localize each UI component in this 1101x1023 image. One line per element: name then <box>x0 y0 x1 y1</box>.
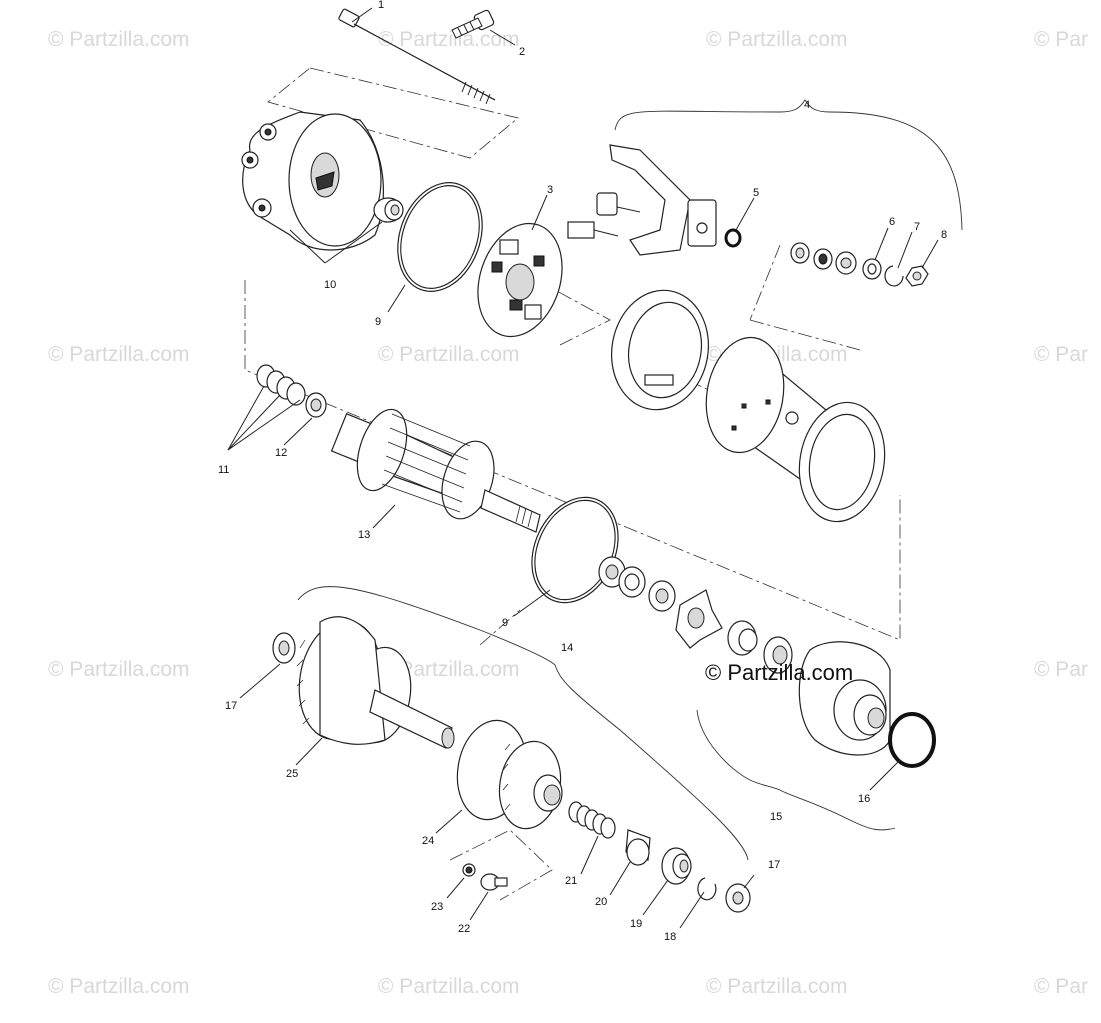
armature-washer <box>305 392 327 418</box>
armature <box>330 408 541 533</box>
brush-holder-plate <box>477 222 563 338</box>
watermark: © Par <box>1034 28 1088 51</box>
washer-left <box>272 632 296 664</box>
callout-10: 10 <box>324 279 336 291</box>
callout-17-right: 17 <box>768 859 780 871</box>
watermark: © Partzilla.com <box>48 28 190 51</box>
callout-20: 20 <box>595 896 607 908</box>
front-bracket-housing <box>241 111 404 264</box>
callout-17-left: 17 <box>225 700 237 712</box>
callout-13: 13 <box>358 529 370 541</box>
callout-21: 21 <box>565 875 577 887</box>
rear-bracket-housing <box>798 641 891 756</box>
large-o-ring <box>888 712 936 768</box>
watermark: © Partzilla.com <box>48 343 190 366</box>
watermark: © Partzilla.com <box>706 28 848 51</box>
watermark: © Partzilla.com <box>48 658 190 681</box>
group-braces <box>297 99 963 861</box>
callout-9-lower: 9 <box>502 617 508 629</box>
watermark: © Par <box>1034 975 1088 998</box>
output-gear-shaft <box>296 616 455 749</box>
callout-3: 3 <box>547 184 553 196</box>
watermark: © Par <box>1034 343 1088 366</box>
callout-14: 14 <box>561 642 573 654</box>
o-ring-lower <box>531 496 619 604</box>
pinion-stopper <box>661 847 692 885</box>
callout-19: 19 <box>630 918 642 930</box>
callout-9: 9 <box>375 316 381 328</box>
watermark: © Partzilla.com <box>378 343 520 366</box>
callout-8: 8 <box>941 229 947 241</box>
callout-2: 2 <box>519 46 525 58</box>
brand-watermark: © Partzilla.com <box>705 660 853 685</box>
watermark: © Partzilla.com <box>378 28 520 51</box>
small-o-ring <box>724 228 742 248</box>
watermark: © Par <box>1034 658 1088 681</box>
callout-7: 7 <box>914 221 920 233</box>
callout-1: 1 <box>378 0 384 11</box>
leader-lines <box>239 7 939 929</box>
yoke-stator-housing <box>705 336 886 523</box>
thrust-washers <box>598 556 676 612</box>
bearing <box>727 620 793 674</box>
watermark: © Partzilla.com <box>378 658 520 681</box>
washer-right <box>725 883 751 913</box>
callout-12: 12 <box>275 447 287 459</box>
callout-4: 4 <box>804 99 810 111</box>
callout-25: 25 <box>286 768 298 780</box>
rear-cover-ring <box>610 289 710 411</box>
callout-18: 18 <box>664 931 676 943</box>
watermark: © Partzilla.com <box>706 975 848 998</box>
callout-5: 5 <box>753 187 759 199</box>
watermark: © Partzilla.com <box>378 975 520 998</box>
callout-15: 15 <box>770 811 782 823</box>
lock-plate <box>675 589 723 649</box>
callout-16: 16 <box>858 793 870 805</box>
long-through-bolt <box>338 8 496 105</box>
callout-23: 23 <box>431 901 443 913</box>
callout-11: 11 <box>218 464 229 476</box>
o-ring-upper <box>397 182 483 292</box>
terminal-washers-and-nut <box>790 242 929 287</box>
plunger-nut-and-pin <box>462 863 508 891</box>
callout-22: 22 <box>458 923 470 935</box>
watermark: © Partzilla.com <box>48 975 190 998</box>
brush-terminal-set <box>567 144 717 256</box>
brush-springs <box>227 364 306 451</box>
callout-24: 24 <box>422 835 434 847</box>
callout-labels: 1 2 3 4 5 6 7 8 9 10 11 12 13 9 14 17 25… <box>218 0 947 943</box>
callout-6: 6 <box>889 216 895 228</box>
clutch-spring <box>568 801 616 839</box>
short-bolt <box>451 9 495 39</box>
stopper-collar <box>625 829 651 866</box>
overrunning-clutch <box>456 719 563 830</box>
